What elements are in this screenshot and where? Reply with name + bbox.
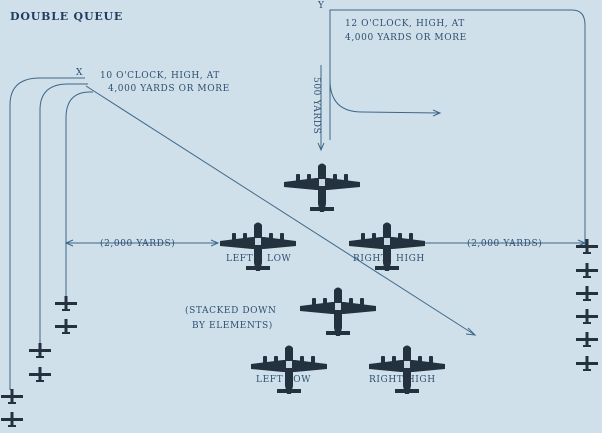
fighter-path-inner bbox=[65, 91, 93, 305]
label-dist-left: (2,000 YARDS) bbox=[100, 238, 175, 249]
marker-x: X bbox=[76, 68, 83, 78]
fighter-plane-icon bbox=[55, 296, 77, 311]
dist-left-arrow-left bbox=[64, 239, 74, 247]
label-left-low-bottom: LEFT LOW bbox=[256, 375, 311, 385]
fighter-plane-icon bbox=[29, 367, 51, 382]
label-y-attack-2: 4,000 YARDS OR MORE bbox=[345, 33, 467, 43]
fighter-path-y bbox=[329, 9, 586, 245]
marker-y: Y bbox=[317, 1, 325, 11]
label-dist-500: 500 YARDS bbox=[311, 77, 321, 134]
fighter-path-middle bbox=[39, 83, 88, 350]
label-right-high-top-a: RIGHT bbox=[353, 254, 387, 264]
fighter-plane-icon bbox=[1, 412, 23, 427]
fighter-plane-icon bbox=[576, 239, 598, 254]
fighter-plane-icon bbox=[1, 389, 23, 404]
label-left-low-top-b: LOW bbox=[267, 254, 292, 264]
fighter-plane-icon bbox=[576, 263, 598, 278]
fighter-path-outer bbox=[9, 77, 85, 390]
b17-bomber-icon bbox=[300, 287, 376, 336]
fighter-loop-y bbox=[329, 79, 441, 114]
fighter-plane-icon bbox=[576, 309, 598, 324]
fighter-plane-icon bbox=[576, 356, 598, 371]
loop-arrow-y bbox=[432, 109, 442, 117]
fighter-plane-icon bbox=[576, 286, 598, 301]
attack-line-x bbox=[85, 85, 476, 336]
diagram-title: DOUBLE QUEUE bbox=[10, 10, 123, 23]
label-stacked-2: BY ELEMENTS) bbox=[192, 320, 273, 331]
attack-arrow-x bbox=[465, 327, 477, 336]
fighter-plane-icon bbox=[576, 332, 598, 347]
fighter-plane-icon bbox=[55, 319, 77, 334]
label-stacked-1: (STACKED DOWN bbox=[185, 305, 276, 316]
label-right-high-top-b: HIGH bbox=[396, 254, 425, 264]
label-y-attack-1: 12 O'CLOCK, HIGH, AT bbox=[345, 19, 465, 29]
dist-500-arrow bbox=[317, 142, 325, 152]
b17-bomber-icon bbox=[284, 163, 360, 212]
label-x-attack-1: 10 O'CLOCK, HIGH, AT bbox=[100, 71, 220, 81]
dist-left-arrow-right bbox=[210, 239, 220, 247]
label-dist-right: (2,000 YARDS) bbox=[467, 238, 542, 249]
label-right-high-bottom: RIGHT HIGH bbox=[369, 375, 436, 385]
fighter-plane-icon bbox=[29, 343, 51, 358]
b17-bomber-icon bbox=[369, 345, 445, 394]
label-x-attack-2: 4,000 YARDS OR MORE bbox=[108, 84, 230, 94]
label-left-low-top-a: LEFT bbox=[226, 254, 253, 264]
b17-bomber-icon bbox=[251, 345, 327, 394]
